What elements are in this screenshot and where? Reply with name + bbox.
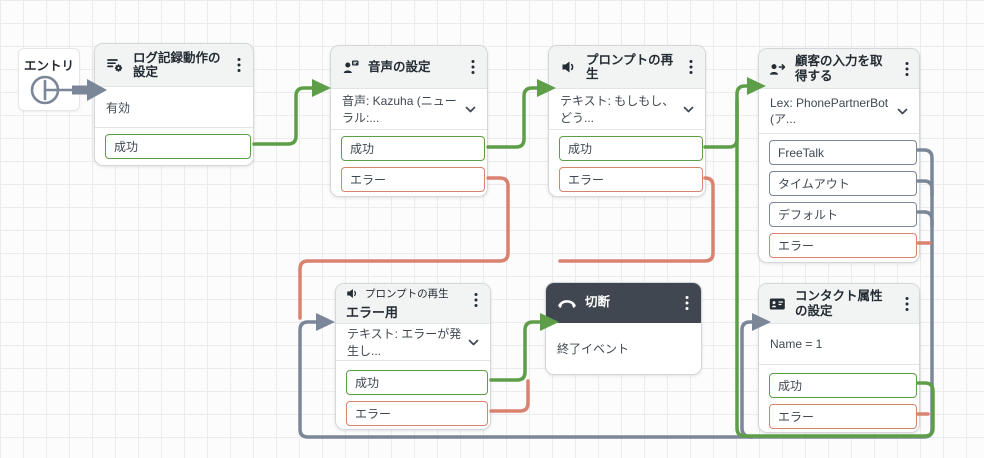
output-success[interactable]: 成功 <box>105 134 251 159</box>
output-error[interactable]: エラー <box>769 404 917 429</box>
dropdown-value: テキスト: エラーが発生し... <box>347 327 462 358</box>
node-title: エラー用 <box>346 305 399 320</box>
output-default[interactable]: デフォルト <box>769 202 917 227</box>
node-play-prompt-error[interactable]: プロンプトの再生 エラー用 テキスト: エラーが発生し... 成功 エラー <box>335 283 491 430</box>
disconnect-event-label: 終了イベント <box>557 341 630 356</box>
node-type-row: プロンプトの再生 <box>346 286 480 301</box>
connection-prompt-success[interactable] <box>703 77 766 149</box>
dropdown-value: Lex: PhonePartnerBot (ア... <box>770 95 889 126</box>
node-get-customer-input[interactable]: 顧客の入力を取得する Lex: PhonePartnerBot (ア... Fr… <box>758 48 920 263</box>
output-timeout[interactable]: タイムアウト <box>769 171 917 196</box>
arrowhead-into-voice <box>312 79 331 97</box>
connection-error-prompt-error-to-disconnect[interactable] <box>489 379 530 413</box>
outputs: 成功 <box>95 127 253 159</box>
outputs: FreeTalk タイムアウト デフォルト エラー <box>759 133 919 258</box>
customer-input-icon <box>769 61 786 77</box>
node-set-logging-behavior[interactable]: ログ記録動作の設定 有効 成功 <box>94 43 254 166</box>
kebab-menu-icon[interactable] <box>233 55 245 75</box>
error-prompt-dropdown[interactable]: テキスト: エラーが発生し... <box>336 324 490 360</box>
dropdown-value: テキスト: もしもし、どう... <box>560 94 675 125</box>
connection-voice-success[interactable] <box>486 79 556 149</box>
logging-status-value: 有効 <box>106 100 131 115</box>
phone-hangup-icon <box>558 297 576 309</box>
node-header: 音声の設定 <box>331 46 487 89</box>
connection-logging-success[interactable] <box>252 79 331 146</box>
node-header: 顧客の入力を取得する <box>759 49 919 89</box>
output-error[interactable]: エラー <box>559 167 703 192</box>
output-error[interactable]: エラー <box>346 401 488 426</box>
attribute-value: Name = 1 <box>770 337 823 351</box>
output-error[interactable]: エラー <box>341 167 485 192</box>
dropdown-value: 音声: Kazuha (ニューラル:... <box>342 94 457 125</box>
output-freetalk[interactable]: FreeTalk <box>769 140 917 165</box>
lex-dropdown[interactable]: Lex: PhonePartnerBot (ア... <box>759 89 919 133</box>
chevron-down-icon <box>468 339 479 346</box>
entry-node[interactable]: エントリ <box>18 48 80 111</box>
node-title: コンタクト属性の設定 <box>795 289 883 318</box>
node-play-prompt[interactable]: プロンプトの再生 テキスト: もしもし、どう... 成功 エラー <box>548 45 706 197</box>
outputs: 成功 エラー <box>759 364 919 429</box>
node-title: ログ記録動作の設定 <box>133 50 221 79</box>
node-type-label: プロンプトの再生 <box>365 288 449 300</box>
node-set-voice[interactable]: 音声の設定 音声: Kazuha (ニューラル:... 成功 エラー <box>330 45 488 197</box>
kebab-menu-icon[interactable] <box>901 59 913 79</box>
output-success[interactable]: 成功 <box>559 136 703 161</box>
attribute-value-row: Name = 1 <box>759 324 919 364</box>
node-set-contact-attributes[interactable]: コンタクト属性の設定 Name = 1 成功 エラー <box>758 283 920 433</box>
connection-stub-default <box>916 210 934 228</box>
outputs: 成功 エラー <box>549 129 705 192</box>
kebab-menu-icon[interactable] <box>681 293 693 313</box>
kebab-menu-icon[interactable] <box>467 57 479 77</box>
contact-attributes-icon <box>769 297 786 311</box>
kebab-menu-icon[interactable] <box>470 290 482 310</box>
prompt-dropdown[interactable]: テキスト: もしもし、どう... <box>549 89 705 129</box>
node-header: 切断 <box>546 283 701 323</box>
entry-label: エントリ <box>23 59 74 73</box>
output-success[interactable]: 成功 <box>346 370 488 395</box>
node-title: 音声の設定 <box>368 59 431 74</box>
voice-dropdown[interactable]: 音声: Kazuha (ニューラル:... <box>331 89 487 129</box>
disconnect-event-row: 終了イベント <box>546 323 701 373</box>
node-header: ログ記録動作の設定 <box>95 44 253 87</box>
kebab-menu-icon[interactable] <box>901 294 913 314</box>
node-disconnect[interactable]: 切断 終了イベント <box>545 282 702 375</box>
set-voice-icon <box>343 59 359 75</box>
node-header: コンタクト属性の設定 <box>759 284 919 324</box>
chevron-down-icon <box>897 108 908 115</box>
node-title: 切断 <box>585 295 611 310</box>
node-header: プロンプトの再生 <box>549 46 705 89</box>
arrowhead-into-error-prompt <box>316 313 335 331</box>
chevron-down-icon <box>465 106 476 113</box>
output-error[interactable]: エラー <box>769 233 917 258</box>
outputs: 成功 エラー <box>336 360 490 426</box>
node-title: 顧客の入力を取得する <box>795 54 883 83</box>
logging-settings-icon <box>107 57 124 73</box>
kebab-menu-icon[interactable] <box>685 57 697 77</box>
output-success[interactable]: 成功 <box>341 136 485 161</box>
node-title: プロンプトの再生 <box>586 52 674 81</box>
node-header: プロンプトの再生 エラー用 <box>336 284 490 324</box>
speaker-icon <box>561 59 577 75</box>
chevron-down-icon <box>683 106 694 113</box>
connection-stub-timeout <box>916 179 934 197</box>
output-success[interactable]: 成功 <box>769 373 917 398</box>
outputs: 成功 エラー <box>331 129 487 192</box>
speaker-icon <box>346 287 359 300</box>
logging-status-row: 有効 <box>95 87 253 127</box>
